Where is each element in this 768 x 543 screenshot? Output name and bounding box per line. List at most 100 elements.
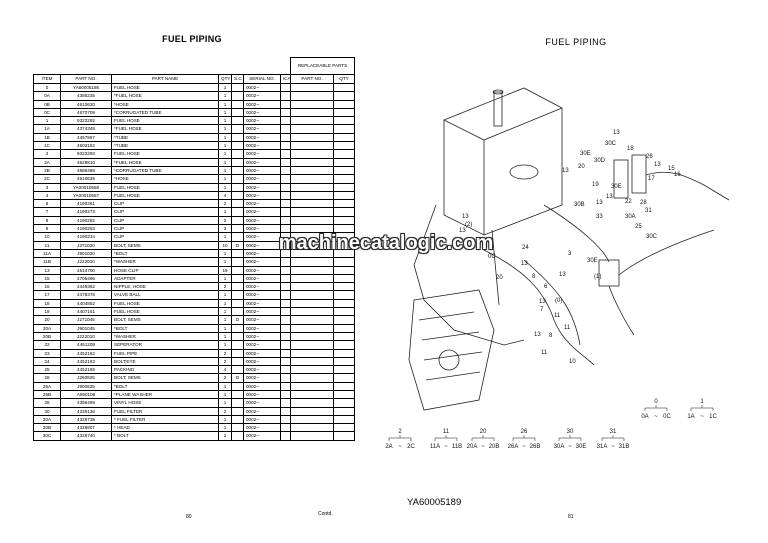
cell-empty <box>333 257 356 267</box>
cell-item: 4 <box>33 190 61 201</box>
cell-empty <box>290 348 335 358</box>
cell-part: 4374348 <box>60 124 112 134</box>
callout-label: 20 <box>578 164 585 170</box>
tree-separator: ~ <box>444 444 448 450</box>
cell-empty <box>279 365 292 375</box>
col-part-name: PART NAME <box>111 74 219 84</box>
cell-serial: 0002~ <box>243 257 281 267</box>
cell-sc <box>231 232 244 242</box>
cell-item: 30B <box>33 423 61 433</box>
engine-block <box>408 289 495 411</box>
cell-serial: 0002~ <box>243 182 281 192</box>
cell-empty <box>333 431 356 441</box>
cell-empty <box>333 91 356 101</box>
cell-qty: 2 <box>218 199 232 209</box>
callout-label: 33 <box>596 214 603 220</box>
cell-item: 2B <box>33 165 61 176</box>
tree-parent: 11 <box>443 429 450 435</box>
col-rep-qty: QTY <box>333 74 356 84</box>
cell-empty <box>333 199 356 209</box>
cell-sc: D <box>231 240 244 250</box>
cell-part: 4514700 <box>60 265 112 275</box>
cell-empty <box>290 82 335 93</box>
cell-name: VALVE BALL <box>111 290 219 300</box>
tree-child-left: 20A <box>467 444 478 450</box>
cell-qty: 1 <box>218 290 232 300</box>
cell-item: 11B <box>33 257 61 267</box>
cell-part: 4190261 <box>60 199 112 209</box>
cell-empty <box>279 182 292 192</box>
cell-name: *TUBE <box>111 141 219 151</box>
cell-sc <box>231 165 244 176</box>
tree-child-left: 26A <box>508 444 519 450</box>
cell-empty <box>290 107 335 118</box>
cell-empty <box>333 132 356 143</box>
tree-connector <box>558 435 582 441</box>
cell-sc <box>231 348 244 358</box>
callout-label: 30C <box>646 234 658 240</box>
cell-empty <box>333 182 356 192</box>
tree-parent: 31 <box>610 429 617 435</box>
cell-part: 4190282 <box>60 215 112 226</box>
cell-item: 19 <box>33 306 61 317</box>
cell-sc <box>231 365 244 375</box>
page-number-left: 80 <box>186 514 192 520</box>
col-part-no: PART NO. <box>60 74 112 84</box>
parts-table: REPLACEABLE PARTS ITEM PART NO. PART NAM… <box>33 57 356 441</box>
callout-label: 19 <box>592 182 599 188</box>
cell-empty <box>333 174 356 184</box>
cell-empty <box>290 365 335 375</box>
cell-item: 0C <box>33 107 61 118</box>
cell-empty <box>279 116 292 126</box>
cell-sc <box>231 331 244 342</box>
cell-qty: 1 <box>218 331 232 342</box>
cell-qty: 2 <box>218 373 232 383</box>
cell-sc <box>231 182 244 192</box>
cell-serial: 0002~ <box>243 306 281 317</box>
cell-empty <box>333 373 356 383</box>
fuel-hose-f <box>491 229 500 306</box>
cell-qty: 1 <box>218 99 232 109</box>
cell-serial: 0002~ <box>243 107 281 118</box>
cell-empty <box>290 132 335 143</box>
cell-empty <box>279 165 292 176</box>
cell-empty <box>333 157 356 167</box>
callout-label: 31 <box>645 208 652 214</box>
cell-qty: 1 <box>218 82 232 93</box>
tree-child-right: 31B <box>619 444 630 450</box>
cell-part: J271045 <box>60 315 112 325</box>
callout-label: 8 <box>549 333 553 339</box>
cell-serial: 0002~ <box>243 389 281 400</box>
cell-item: 20A <box>33 323 61 333</box>
cell-part: 4602152 <box>60 141 112 151</box>
cell-part: 4335136 <box>60 406 112 416</box>
cell-empty <box>333 381 356 392</box>
cell-item: 2C <box>33 174 61 184</box>
callout-label: (1) <box>594 274 601 280</box>
tree-parent: 2 <box>398 429 402 435</box>
cell-serial: 0002~ <box>243 356 281 367</box>
cell-item: 25 <box>33 365 61 375</box>
cell-empty <box>279 141 292 151</box>
cell-empty <box>333 190 356 201</box>
cell-empty <box>290 257 335 267</box>
cell-empty <box>290 340 335 350</box>
cell-item: 26 <box>33 373 61 383</box>
tree-connector <box>471 435 495 441</box>
cell-part: J901020 <box>60 248 112 259</box>
cell-item: 7 <box>33 207 61 217</box>
cell-item: 0A <box>33 91 61 101</box>
cell-item: 6 <box>33 199 61 209</box>
table-header-row: ITEM PART NO. PART NAME QTY S.C SERIAL N… <box>33 74 356 84</box>
fuel-hose-b <box>483 249 595 366</box>
tank-filler-neck <box>493 91 503 127</box>
engine-detail <box>418 311 483 381</box>
cell-part: 4670709 <box>60 107 112 118</box>
cell-serial: 0002~ <box>243 124 281 134</box>
